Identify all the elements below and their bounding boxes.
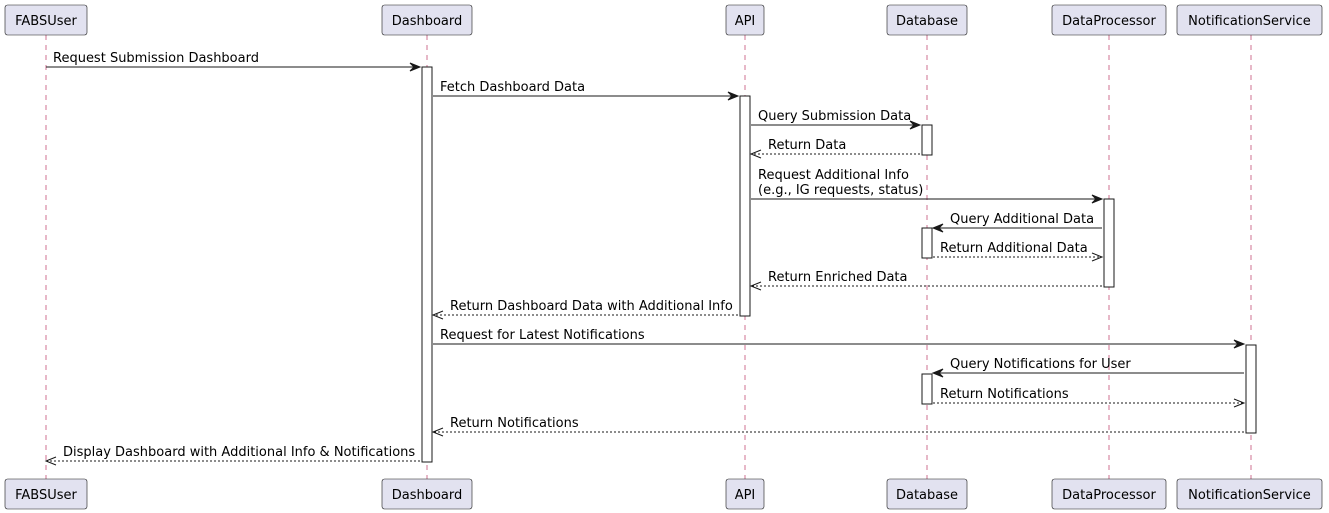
participant-label: Dashboard bbox=[392, 488, 463, 503]
return-arrowhead bbox=[1233, 398, 1246, 408]
activation-bar-database bbox=[921, 124, 933, 156]
sync-arrowhead bbox=[727, 91, 740, 101]
return-arrowhead bbox=[431, 310, 444, 320]
participant-label: DataProcessor bbox=[1062, 488, 1156, 503]
participant-box bbox=[725, 4, 765, 36]
message-label: Query Notifications for User bbox=[950, 357, 1131, 372]
message-2: Fetch Dashboard Data bbox=[433, 80, 740, 101]
return-arrowhead bbox=[1091, 252, 1104, 262]
message-7: Return Additional Data bbox=[933, 241, 1104, 262]
participant-box bbox=[1176, 4, 1323, 36]
return-arrowhead bbox=[431, 427, 444, 437]
participant-box bbox=[1051, 478, 1167, 510]
participant-label: API bbox=[735, 14, 756, 29]
activation-bar-api bbox=[739, 95, 751, 317]
message-label: Request Submission Dashboard bbox=[53, 51, 259, 66]
sync-arrowhead bbox=[1233, 339, 1246, 349]
participant-api-top: API bbox=[725, 4, 765, 36]
message-label: Query Additional Data bbox=[950, 212, 1094, 227]
sync-arrowhead bbox=[909, 120, 922, 130]
activation-bar-database bbox=[921, 373, 933, 405]
message-label: (e.g., IG requests, status) bbox=[758, 183, 923, 198]
message-label: Return Data bbox=[768, 138, 846, 153]
participant-dataprocessor-bottom: DataProcessor bbox=[1051, 478, 1167, 510]
message-label: Request Additional Info bbox=[758, 168, 909, 183]
participant-fabsuser-bottom: FABSUser bbox=[4, 478, 88, 510]
message-label: Return Enriched Data bbox=[768, 270, 908, 285]
participant-notificationservice-top: NotificationService bbox=[1176, 4, 1323, 36]
participant-label: FABSUser bbox=[15, 14, 77, 29]
message-label: Return Additional Data bbox=[940, 241, 1088, 256]
participant-label: NotificationService bbox=[1188, 14, 1311, 29]
participant-database-bottom: Database bbox=[886, 478, 968, 510]
message-label: Return Dashboard Data with Additional In… bbox=[450, 299, 733, 314]
participant-box bbox=[4, 478, 88, 510]
message-8: Return Enriched Data bbox=[749, 270, 1102, 291]
sync-arrowhead bbox=[409, 62, 422, 72]
activation-bar-notificationservice bbox=[1245, 344, 1257, 434]
message-1: Request Submission Dashboard bbox=[46, 51, 422, 72]
participant-box bbox=[1051, 4, 1167, 36]
message-label: Display Dashboard with Additional Info &… bbox=[63, 445, 415, 460]
message-9: Return Dashboard Data with Additional In… bbox=[431, 299, 738, 320]
sync-arrowhead bbox=[1091, 194, 1104, 204]
return-arrowhead bbox=[44, 456, 57, 466]
participant-box bbox=[886, 478, 968, 510]
message-label: Query Submission Data bbox=[758, 109, 911, 124]
participant-dataprocessor-top: DataProcessor bbox=[1051, 4, 1167, 36]
message-5: Request Additional Info(e.g., IG request… bbox=[751, 168, 1104, 204]
participant-database-top: Database bbox=[886, 4, 968, 36]
participant-label: Database bbox=[896, 488, 958, 503]
participant-api-bottom: API bbox=[725, 478, 765, 510]
message-label: Return Notifications bbox=[450, 416, 579, 431]
participant-box bbox=[381, 478, 473, 510]
message-11: Query Notifications for User bbox=[931, 357, 1244, 378]
participant-label: NotificationService bbox=[1188, 488, 1311, 503]
participant-label: Dashboard bbox=[392, 14, 463, 29]
message-4: Return Data bbox=[749, 138, 920, 159]
message-label: Request for Latest Notifications bbox=[440, 328, 645, 343]
participant-label: API bbox=[735, 488, 756, 503]
message-label: Return Notifications bbox=[940, 387, 1069, 402]
participant-label: FABSUser bbox=[15, 488, 77, 503]
participant-box bbox=[886, 4, 968, 36]
message-3: Query Submission Data bbox=[751, 109, 922, 130]
participant-box bbox=[1176, 478, 1323, 510]
participant-label: Database bbox=[896, 14, 958, 29]
message-13: Return Notifications bbox=[431, 416, 1244, 437]
message-6: Query Additional Data bbox=[931, 212, 1102, 233]
participant-fabsuser-top: FABSUser bbox=[4, 4, 88, 36]
activation-bar-database bbox=[921, 227, 933, 259]
return-arrowhead bbox=[749, 281, 762, 291]
participant-dashboard-bottom: Dashboard bbox=[381, 478, 473, 510]
participant-notificationservice-bottom: NotificationService bbox=[1176, 478, 1323, 510]
sync-arrowhead bbox=[931, 368, 944, 378]
participant-label: DataProcessor bbox=[1062, 14, 1156, 29]
message-14: Display Dashboard with Additional Info &… bbox=[44, 445, 420, 466]
return-arrowhead bbox=[749, 149, 762, 159]
activation-bar-dashboard bbox=[421, 66, 433, 463]
activation-bar-dataprocessor bbox=[1103, 198, 1115, 288]
participant-box bbox=[725, 478, 765, 510]
participant-dashboard-top: Dashboard bbox=[381, 4, 473, 36]
participant-box bbox=[4, 4, 88, 36]
message-12: Return Notifications bbox=[933, 387, 1246, 408]
participant-box bbox=[381, 4, 473, 36]
message-label: Fetch Dashboard Data bbox=[440, 80, 585, 95]
sync-arrowhead bbox=[931, 223, 944, 233]
message-10: Request for Latest Notifications bbox=[433, 328, 1246, 349]
